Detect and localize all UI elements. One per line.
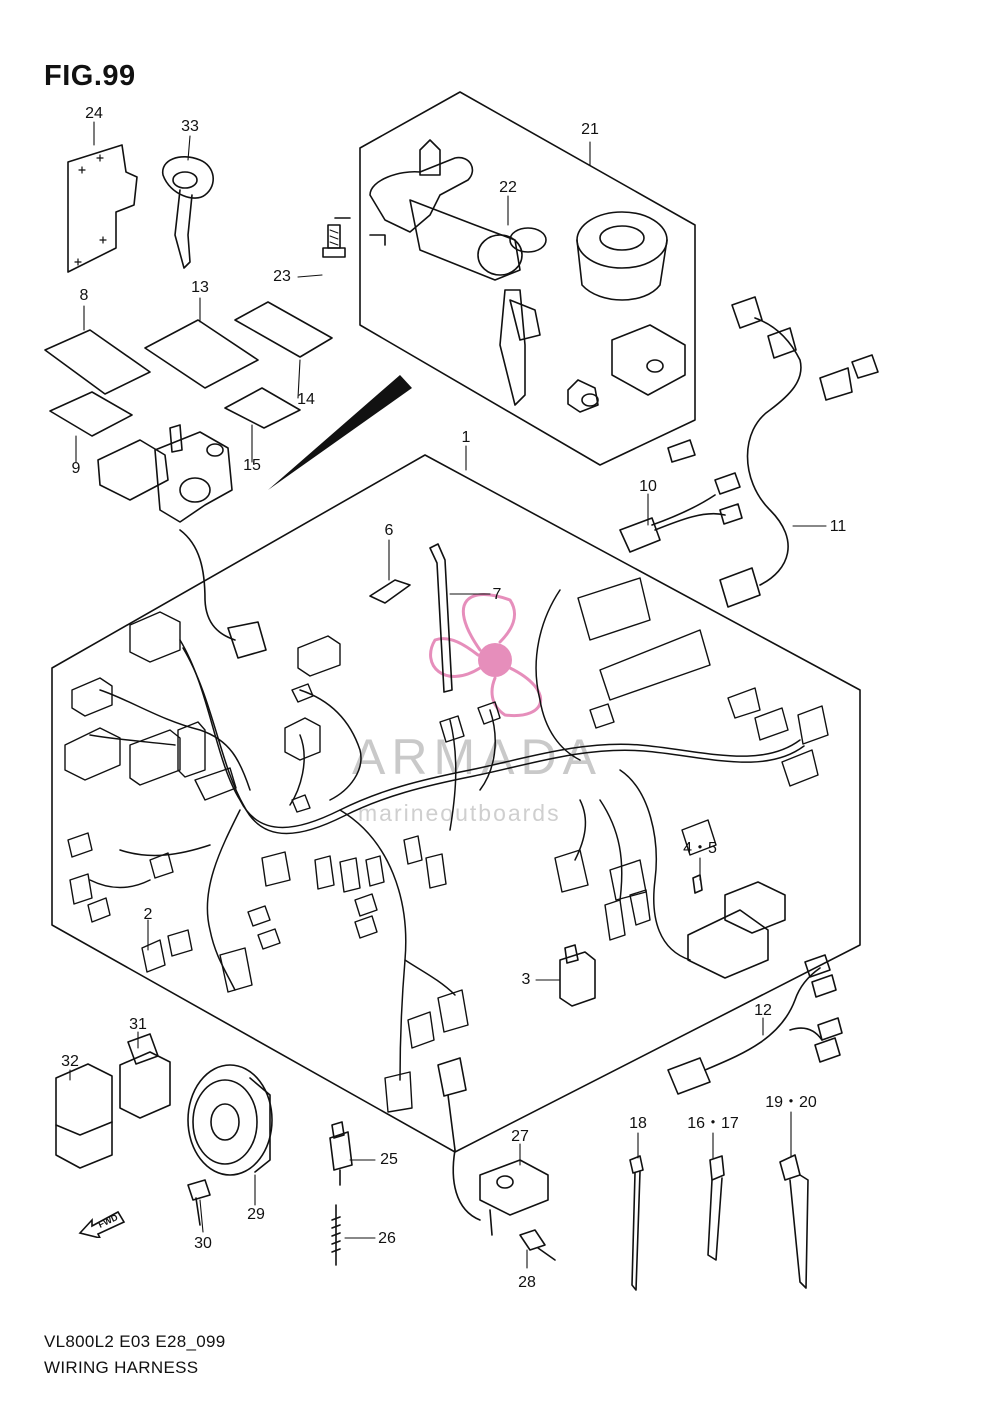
callout-30: 30 — [194, 1235, 212, 1252]
callout-33: 33 — [181, 118, 199, 135]
callout-12: 12 — [754, 1002, 772, 1019]
watermark-tagline: marineoutboards — [358, 800, 561, 826]
watermark-logo — [429, 592, 542, 718]
callout-19-20: 19・20 — [765, 1094, 817, 1111]
lock-cover — [576, 211, 668, 301]
ignition-switch-22 — [369, 139, 547, 406]
seat-lock — [567, 324, 686, 413]
sub-harness-11 — [719, 296, 879, 608]
sub-harness-10 — [619, 439, 743, 553]
harness-boundary — [51, 454, 861, 1153]
callout-16-17: 16・17 — [687, 1115, 739, 1132]
clamp-16-17 — [707, 1155, 725, 1261]
spring-26 — [331, 1204, 341, 1266]
band-7 — [429, 543, 453, 693]
fuse-box — [687, 874, 786, 979]
label-13 — [144, 319, 259, 389]
callout-28: 28 — [518, 1274, 536, 1291]
switch-25 — [329, 1121, 353, 1186]
bracket-plate-24 — [67, 144, 138, 273]
label-15 — [224, 387, 301, 429]
callout-13: 13 — [191, 279, 209, 296]
callout-25: 25 — [380, 1151, 398, 1168]
ignition-set-boundary — [359, 91, 696, 466]
callout-7: 7 — [492, 586, 502, 603]
callout-11: 11 — [829, 518, 847, 535]
clamp-6 — [369, 579, 411, 604]
figure-title: FIG.99 — [44, 60, 136, 92]
horn-29 — [187, 1064, 273, 1176]
bolt-30 — [187, 1179, 211, 1226]
callout-6: 6 — [384, 522, 394, 539]
callout-14: 14 — [297, 391, 315, 408]
callout-24: 24 — [85, 105, 103, 122]
fwd-arrow-icon: FWD — [78, 1210, 126, 1238]
clamp-18 — [629, 1155, 644, 1291]
label-9 — [49, 391, 133, 437]
bolt-23 — [322, 217, 386, 258]
model-code: VL800L2 E03 E28_099 — [44, 1332, 226, 1351]
bolt-28 — [519, 1229, 556, 1261]
clamp-19-20 — [779, 1154, 809, 1289]
callout-29: 29 — [247, 1206, 265, 1223]
callout-32: 32 — [61, 1053, 79, 1070]
callout-4-5: 4・5 — [683, 840, 717, 857]
main-harness-wires — [89, 589, 805, 1081]
callout-15: 15 — [243, 457, 261, 474]
neutral-switch-assy — [97, 424, 267, 659]
leader-lines — [69, 121, 827, 1269]
relay-32 — [55, 1063, 113, 1169]
sub-harness-12 — [667, 954, 843, 1095]
relay-31 — [119, 1033, 171, 1119]
callout-21: 21 — [581, 121, 599, 138]
callout-10: 10 — [639, 478, 657, 495]
callout-22: 22 — [499, 179, 517, 196]
callout-9: 9 — [71, 460, 81, 477]
callout-27: 27 — [511, 1128, 529, 1145]
callout-31: 31 — [129, 1016, 147, 1033]
label-8 — [44, 329, 151, 395]
callout-3: 3 — [521, 971, 531, 988]
callout-23: 23 — [273, 268, 291, 285]
assembly-name: WIRING HARNESS — [44, 1358, 199, 1377]
callout-8: 8 — [79, 287, 89, 304]
switch-3 — [559, 944, 596, 1007]
callout-1: 1 — [461, 429, 471, 446]
callout-26: 26 — [378, 1230, 396, 1247]
callout-18: 18 — [629, 1115, 647, 1132]
callout-2: 2 — [143, 906, 153, 923]
key-33 — [162, 156, 214, 269]
harness-connectors — [64, 577, 829, 1113]
plate-holes — [74, 154, 107, 266]
label-14 — [234, 301, 333, 358]
sensor-27 — [437, 1057, 549, 1236]
pointer-wedge — [268, 375, 412, 490]
